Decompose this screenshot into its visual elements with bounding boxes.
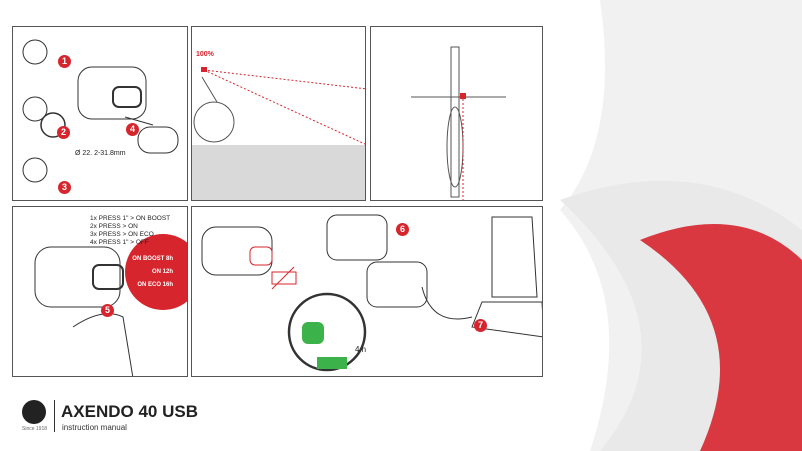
mounting-illustration [22,39,179,183]
charge-time-label: 4 h [355,345,367,354]
mode-eco: ON ECO [137,282,161,288]
mode-boost: ON BOOST [132,256,165,262]
press-2x: 2x PRESS > ON [90,223,138,230]
panel-front-view [370,26,543,201]
press-instructions: 1x PRESS 1" > ON BOOST 2x PRESS > ON 3x … [90,215,170,247]
step-5-badge: 5 [101,304,114,317]
logo-caption: Since 1918 [22,426,48,432]
time-on: 12h [162,269,173,275]
press-3x: 3x PRESS > ON ECO [90,231,154,238]
brand-logo [22,400,46,424]
step-6-badge: 6 [396,223,409,236]
step-3-badge: 3 [58,181,71,194]
mode-runtimes: ON BOOST 8h ON 12h ON ECO 16h [131,253,173,292]
step-2-badge: 2 [57,126,70,139]
step-1-badge: 1 [58,55,71,68]
footer-divider [54,400,55,432]
step-4-badge: 4 [126,123,139,136]
press-1x: 1x PRESS 1" > ON BOOST [90,215,171,222]
step-7-badge: 7 [474,319,487,332]
panel-charging: 6 7 4 h [191,206,543,377]
manual-subtitle: instruction manual [62,423,127,432]
handlebar-front-illustration [411,46,506,200]
panel-modes: 1x PRESS 1" > ON BOOST 2x PRESS > ON 3x … [12,206,188,377]
product-title: AXENDO 40 USB [61,402,198,421]
time-boost: 8h [165,256,173,262]
beam-percent-label: 100% [196,51,214,58]
beam-illustration [192,67,365,200]
mode-on: ON [151,269,161,275]
modes-illustration [34,234,187,376]
diameter-label: Ø 22. 2-31.8mm [75,150,126,157]
panel-beam-angle: 100% [191,26,366,201]
charging-illustration [201,214,542,372]
time-eco: 16h [162,282,173,288]
panel-mounting: 1 2 3 4 Ø 22. 2-31.8mm [12,26,188,201]
press-4x: 4x PRESS 1" > OFF [90,239,149,246]
